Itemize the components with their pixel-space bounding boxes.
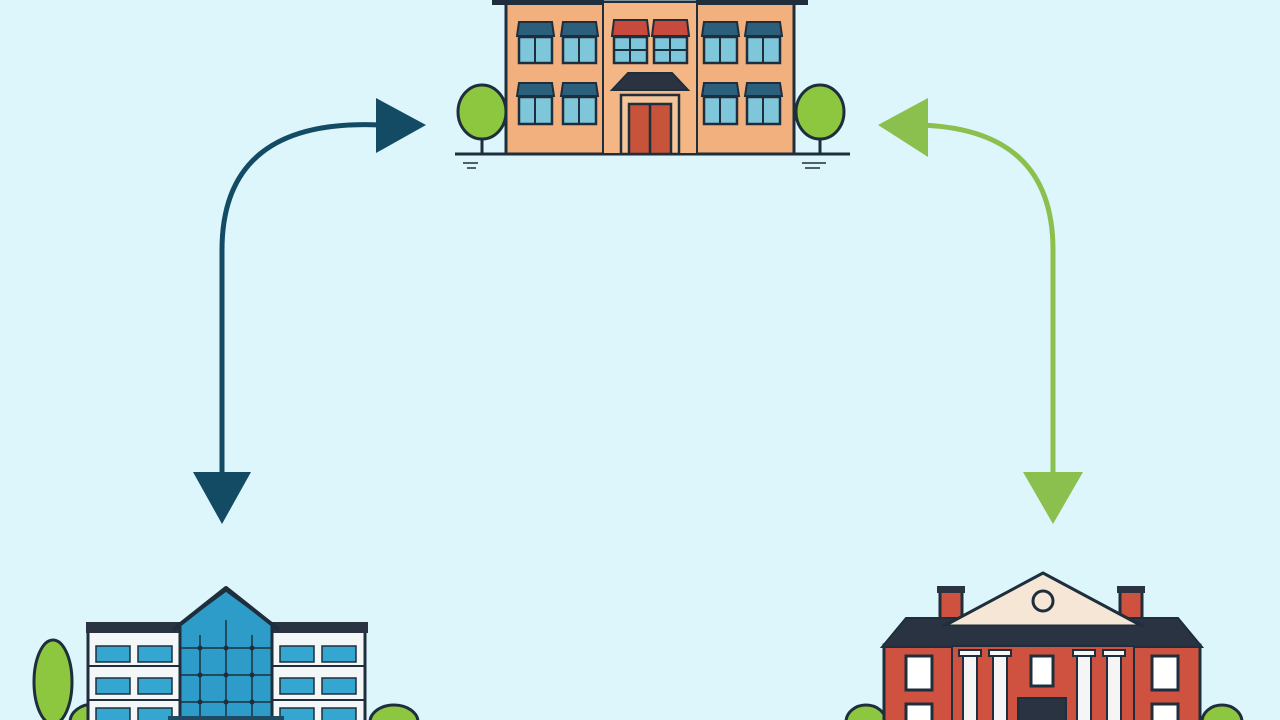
school-window-icon <box>650 19 691 65</box>
school-window-icon <box>515 82 556 126</box>
school-window-icon <box>743 21 784 65</box>
arrow-line-green <box>915 122 1056 483</box>
tree-icon <box>32 638 74 720</box>
column-icon <box>958 649 982 720</box>
modern-glass-building-icon <box>32 586 420 720</box>
tree-icon <box>368 703 420 720</box>
school-window-icon <box>700 82 741 126</box>
brick-school-building-icon <box>455 0 850 169</box>
tree-icon <box>1200 703 1244 720</box>
arrow-top-to-bottom-right <box>878 98 1083 524</box>
school-window-icon <box>515 21 556 65</box>
pediment-oculus <box>1031 589 1055 613</box>
tree-icon <box>844 703 888 720</box>
columned-brick-hall-icon <box>844 571 1244 720</box>
arrowhead-up-right <box>878 98 928 157</box>
arrow-top-to-bottom-left <box>193 98 426 524</box>
column-icon <box>1072 649 1096 720</box>
tree-icon <box>456 83 508 154</box>
school-window-icon <box>700 21 741 65</box>
arrowhead-down-left <box>193 472 251 524</box>
school-window-icon <box>559 82 600 126</box>
school-window-icon <box>559 21 600 65</box>
school-entrance-icon <box>609 72 691 156</box>
arrow-line-dark <box>219 122 383 483</box>
school-window-icon <box>610 19 651 65</box>
column-icon <box>988 649 1012 720</box>
arrowhead-up-left <box>376 98 426 153</box>
column-icon <box>1102 649 1126 720</box>
tree-icon <box>794 83 846 154</box>
arrowhead-down-right <box>1023 472 1083 524</box>
school-window-icon <box>743 82 784 126</box>
